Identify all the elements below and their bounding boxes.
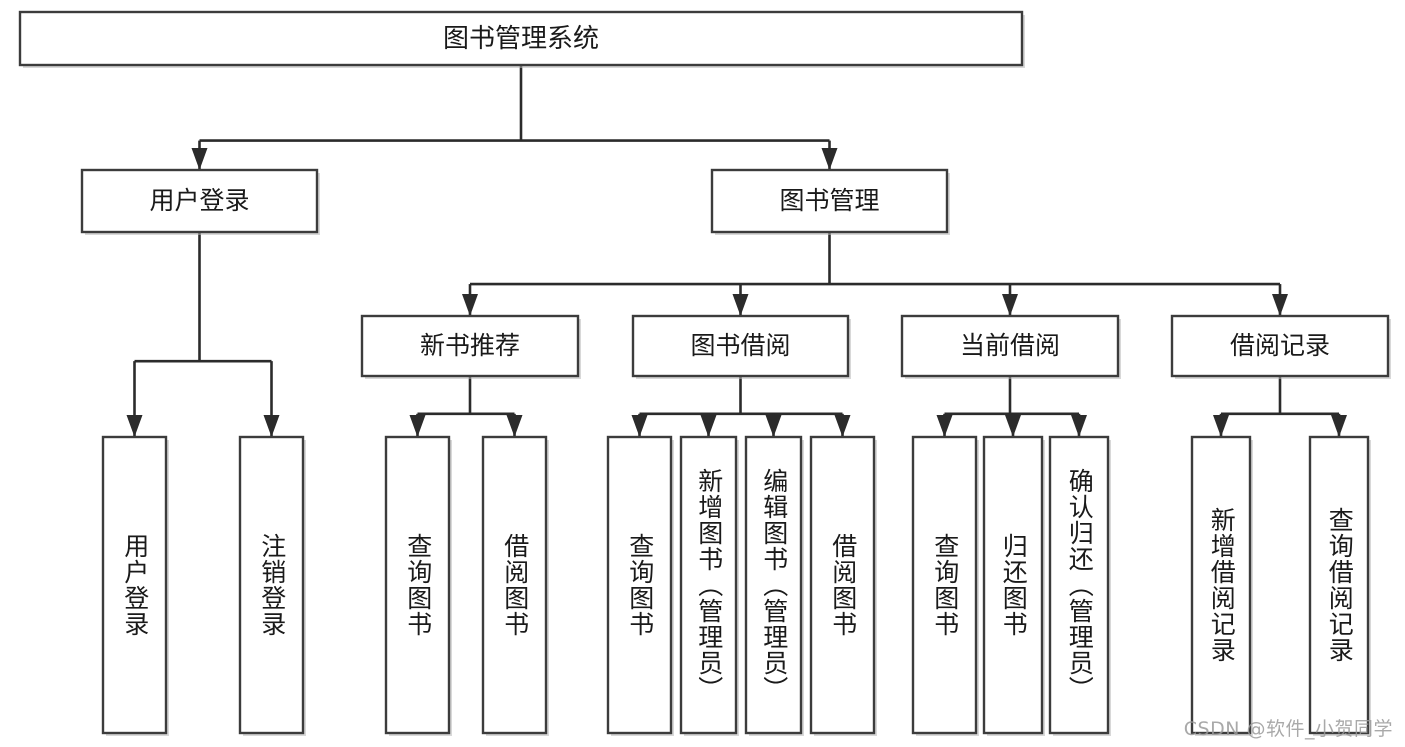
arrow-book-borrow-to-leaf-add-book-admin — [700, 415, 717, 437]
node-leaf-leaf-borrow-book-rec[interactable] — [481, 435, 548, 735]
node-leaf-leaf-logout[interactable] — [238, 435, 305, 735]
node-leaf-leaf-query-book-borrow[interactable] — [606, 435, 673, 735]
node-leaf-leaf-confirm-return-admin[interactable] — [1048, 435, 1110, 735]
node-level2-label-new-book-recommend: 新书推荐 — [420, 331, 520, 360]
arrow-book-management-to-current-borrow — [1002, 294, 1018, 316]
node-level1-book-management[interactable] — [710, 168, 949, 234]
node-level2-current-borrow[interactable] — [900, 314, 1120, 378]
node-leaf-leaf-query-borrow-record[interactable] — [1308, 435, 1370, 735]
arrow-borrow-record-to-leaf-add-borrow-record — [1213, 415, 1229, 437]
node-level1-label-book-management: 图书管理 — [779, 186, 879, 215]
node-leaf-leaf-query-book-current[interactable] — [911, 435, 978, 735]
node-level2-borrow-record[interactable] — [1170, 314, 1390, 378]
node-level1-label-user-login: 用户登录 — [149, 186, 249, 215]
arrow-book-management-to-new-book-recommend — [462, 294, 478, 316]
node-level2-new-book-recommend[interactable] — [360, 314, 580, 378]
node-root-label: 图书管理系统 — [443, 24, 599, 54]
node-leaf-leaf-add-borrow-record[interactable] — [1190, 435, 1252, 735]
arrow-book-borrow-to-leaf-borrow-book — [834, 415, 851, 437]
arrow-current-borrow-to-leaf-return-book — [1005, 415, 1021, 437]
node-leaf-leaf-query-book-rec[interactable] — [384, 435, 451, 735]
node-box-layer — [18, 10, 1391, 736]
node-level1-user-login[interactable] — [80, 168, 319, 234]
watermark: CSDN @软件_小贺同学 — [1183, 718, 1393, 740]
node-level2-book-borrow[interactable] — [631, 314, 850, 378]
arrow-current-borrow-to-leaf-query-book-current — [936, 415, 953, 437]
node-level2-label-current-borrow: 当前借阅 — [960, 331, 1060, 360]
arrow-root-to-book-management — [821, 148, 838, 170]
node-leaf-leaf-return-book[interactable] — [982, 435, 1044, 735]
arrow-user-login-to-leaf-user-login — [126, 415, 143, 437]
arrow-current-borrow-to-leaf-confirm-return-admin — [1071, 415, 1087, 437]
arrow-book-borrow-to-leaf-query-book-borrow — [631, 415, 648, 437]
node-leaf-leaf-add-book-admin[interactable] — [679, 435, 738, 735]
node-leaf-leaf-borrow-book[interactable] — [809, 435, 876, 735]
arrow-borrow-record-to-leaf-query-borrow-record — [1331, 415, 1347, 437]
arrow-root-to-user-login — [191, 148, 208, 170]
arrow-new-book-recommend-to-leaf-borrow-book-rec — [506, 415, 523, 437]
node-root[interactable] — [18, 10, 1024, 67]
arrow-book-borrow-to-leaf-edit-book-admin — [765, 415, 782, 437]
arrow-book-management-to-borrow-record — [1272, 294, 1288, 316]
arrow-user-login-to-leaf-logout — [263, 415, 280, 437]
node-level2-label-borrow-record: 借阅记录 — [1230, 331, 1330, 360]
node-leaf-leaf-edit-book-admin[interactable] — [744, 435, 803, 735]
arrow-book-management-to-book-borrow — [732, 294, 749, 316]
node-level2-label-book-borrow: 图书借阅 — [690, 331, 790, 360]
connector-layer — [126, 65, 1347, 437]
arrow-new-book-recommend-to-leaf-query-book-rec — [409, 415, 426, 437]
node-leaf-leaf-user-login[interactable] — [101, 435, 168, 735]
